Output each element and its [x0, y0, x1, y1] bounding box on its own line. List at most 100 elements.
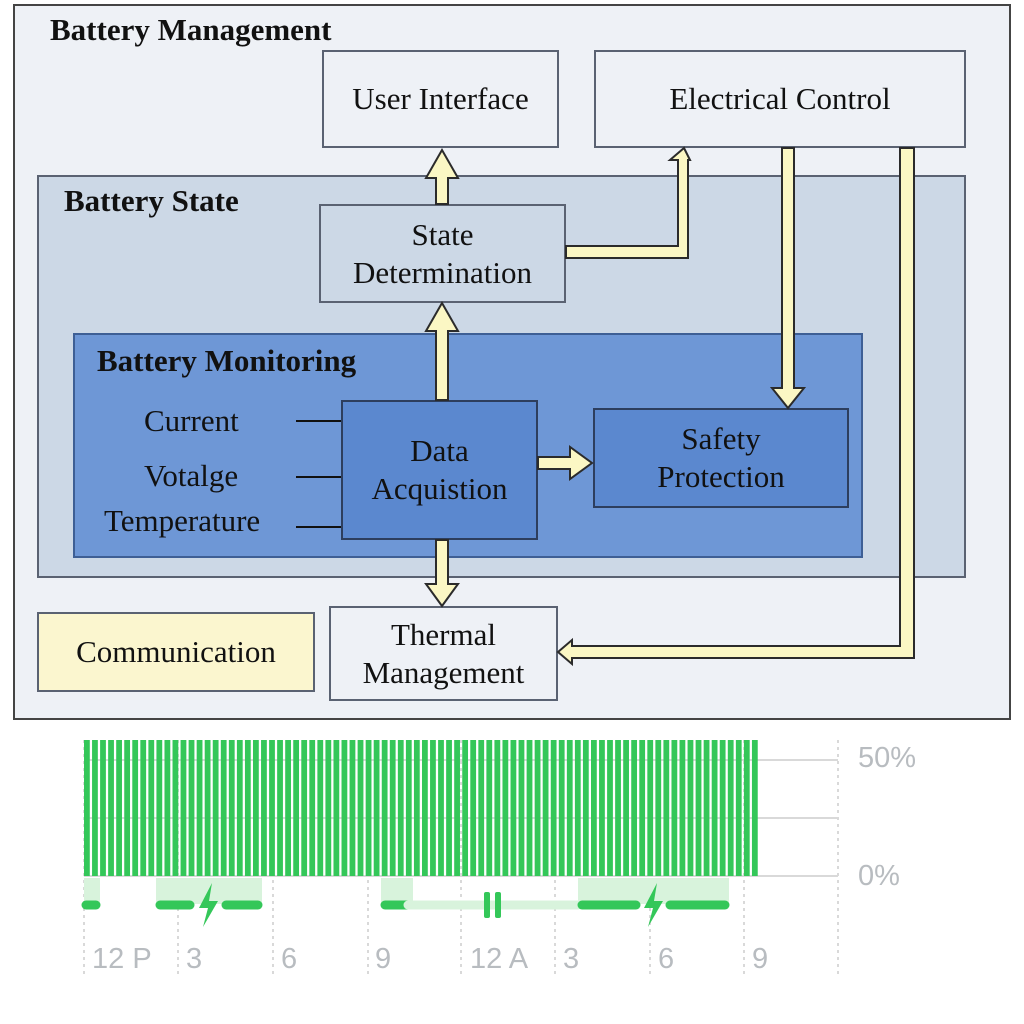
usage-bar: [526, 740, 533, 876]
usage-bar: [124, 740, 131, 876]
usage-bar: [108, 740, 114, 876]
usage-bar: [470, 740, 477, 876]
safety-protection-box: Safety Protection: [593, 408, 849, 508]
usage-bar: [663, 740, 670, 876]
usage-bar: [301, 740, 308, 876]
x-tick-label: 9: [752, 943, 769, 975]
usage-bar: [478, 740, 485, 876]
usage-bar: [486, 740, 493, 876]
usage-bar: [639, 740, 646, 876]
charging-period-shade: [381, 878, 413, 904]
usage-bar: [558, 740, 565, 876]
pause-icon: [484, 892, 490, 918]
usage-bar: [325, 740, 332, 876]
usage-bar: [518, 740, 525, 876]
battery-usage-chart: [81, 740, 839, 976]
usage-bar: [244, 740, 251, 876]
user-interface-label: User Interface: [352, 81, 529, 116]
charging-timeline: [81, 878, 730, 927]
usage-bar: [277, 740, 283, 876]
usage-bar: [438, 740, 444, 876]
usage-bar: [341, 740, 348, 876]
usage-bar: [148, 740, 155, 876]
y-tick-0: 0%: [858, 860, 900, 892]
usage-bar: [389, 740, 396, 876]
usage-bar: [631, 740, 638, 876]
state-determination-line1: State: [411, 216, 474, 252]
x-tick-label: 9: [375, 943, 392, 975]
signal-voltage: Votalge: [144, 458, 239, 493]
usage-bar: [228, 740, 235, 876]
usage-bar: [373, 740, 380, 876]
usage-bar: [196, 740, 203, 876]
usage-bar: [751, 740, 758, 876]
usage-bar: [446, 740, 452, 876]
usage-bar: [172, 740, 179, 876]
usage-bar: [454, 740, 460, 876]
data-acquisition-box: Data Acquistion: [341, 400, 538, 540]
battery-management-title: Battery Management: [50, 12, 332, 47]
usage-bar: [285, 740, 291, 876]
electrical-control-label: Electrical Control: [669, 81, 891, 116]
usage-bar: [116, 740, 122, 876]
usage-bar: [180, 740, 187, 876]
usage-bar: [132, 740, 139, 876]
usage-bar: [333, 740, 340, 876]
usage-bar: [253, 740, 259, 876]
usage-bar: [502, 740, 509, 876]
usage-bar: [413, 740, 420, 876]
y-tick-50: 50%: [858, 742, 917, 774]
signal-temperature: Temperature: [104, 503, 261, 538]
usage-bar: [422, 740, 428, 876]
x-tick-label: 3: [186, 943, 203, 975]
state-determination-box: State Determination: [319, 204, 566, 303]
usage-bar: [188, 740, 195, 876]
battery-state-title: Battery State: [64, 183, 239, 218]
usage-bar: [349, 740, 356, 876]
usage-bar: [261, 740, 267, 876]
usage-bar: [236, 740, 243, 876]
usage-bar: [599, 740, 605, 876]
x-tick-label: 12 A: [470, 943, 529, 975]
usage-bar: [156, 740, 163, 876]
safety-protection-line2: Protection: [657, 459, 785, 494]
electrical-control-box: Electrical Control: [594, 50, 966, 148]
usage-bar: [727, 740, 734, 876]
thermal-management-line1: Thermal: [390, 616, 496, 652]
usage-bar: [623, 740, 629, 876]
usage-bar: [607, 740, 613, 876]
user-interface-box: User Interface: [322, 50, 559, 148]
arrow-electrical-to-thermal: [556, 147, 915, 667]
usage-bar: [494, 740, 501, 876]
usage-bar: [220, 740, 227, 876]
usage-bar: [164, 740, 171, 876]
usage-bar: [510, 740, 517, 876]
data-acquisition-line1: Data: [410, 433, 469, 468]
diagram-connectors: [296, 146, 915, 667]
usage-bar: [679, 740, 686, 876]
usage-bar: [719, 740, 726, 876]
usage-bar: [591, 740, 597, 876]
data-acquisition-line2: Acquistion: [371, 471, 508, 506]
usage-bar: [357, 740, 364, 876]
usage-bar: [711, 740, 718, 876]
usage-bar: [566, 740, 573, 876]
usage-bar: [405, 740, 412, 876]
usage-bar: [140, 740, 147, 876]
usage-bar: [84, 740, 90, 876]
usage-bar: [655, 740, 662, 876]
charging-period-shade: [84, 878, 100, 904]
usage-bar: [92, 740, 98, 876]
usage-bar: [542, 740, 549, 876]
battery-monitoring-title: Battery Monitoring: [97, 343, 357, 378]
usage-bar: [647, 740, 654, 876]
usage-bar: [671, 740, 678, 876]
charging-bolt-icon: [199, 883, 218, 927]
communication-box: Communication: [37, 612, 315, 692]
usage-bar: [462, 740, 469, 876]
usage-bar: [582, 740, 589, 876]
usage-bar: [397, 740, 404, 876]
signal-current: Current: [144, 403, 239, 438]
communication-label: Communication: [76, 634, 276, 669]
usage-bar: [293, 740, 300, 876]
